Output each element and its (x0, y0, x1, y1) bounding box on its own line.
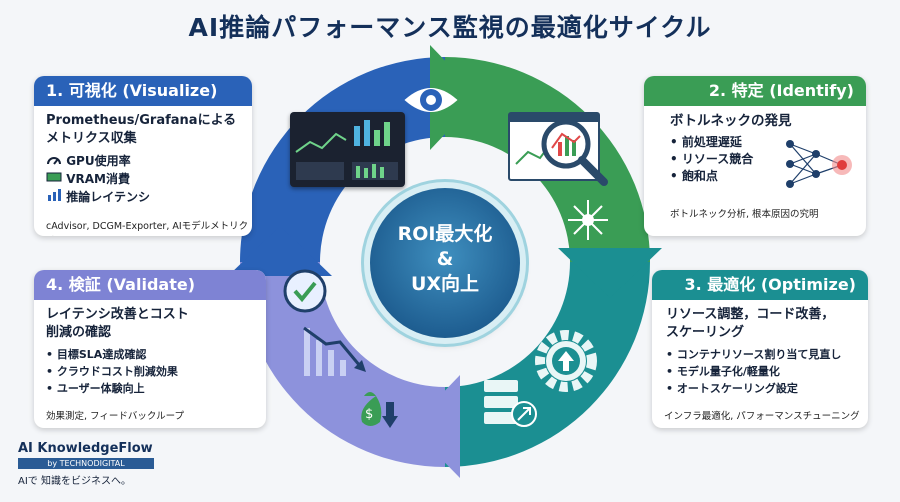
card-validate-heading-1: レイテンシ改善とコスト (46, 307, 189, 322)
dashboard-icon (290, 112, 405, 187)
arrow-head-2 (558, 248, 662, 298)
card-optimize: 3. 最適化 (Optimize) リソース調整，コード改善， スケーリング •… (652, 270, 868, 428)
eye-icon (404, 88, 458, 112)
card-visualize-heading-1: Prometheus/Grafanaによる (46, 113, 237, 128)
card-visualize: 1. 可視化 (Visualize) Prometheus/Grafanaによる… (34, 76, 252, 236)
list-item: • リソース競合 (670, 152, 754, 166)
page-title: AI推論パフォーマンス監視の最適化サイクル (188, 13, 712, 42)
card-identify-heading: ボトルネックの発見 (670, 113, 792, 129)
card-validate-footer: 効果測定, フィードバックループ (46, 411, 184, 422)
card-visualize-footer: cAdvisor, DCGM-Exporter, AIモデルメトリクス (46, 221, 249, 236)
center-line-2: & (436, 248, 454, 270)
card-visualize-heading-2: メトリクス収集 (46, 131, 137, 146)
list-item: • オートスケーリング設定 (666, 382, 798, 395)
server-growth-icon (484, 380, 537, 427)
center-goal: ROI最大化 & UX向上 (370, 188, 520, 338)
bar-chart-icon (48, 189, 61, 201)
list-item: • コンテナリソース割り当て見直し (666, 348, 842, 361)
card-validate-heading-2: 削減の確認 (46, 325, 112, 340)
network-hub-icon (568, 200, 608, 240)
gauge-icon (47, 157, 61, 165)
card-identify-footer: ボトルネック分析, 根本原因の究明 (670, 209, 819, 220)
card-optimize-heading-2: スケーリング (666, 325, 745, 340)
list-item: • 飽和点 (670, 169, 718, 183)
center-line-3: UX向上 (410, 273, 480, 295)
visualize-item-label: 推論レイテンシ (66, 190, 150, 204)
list-item: GPU使用率 (46, 152, 240, 170)
center-line-1: ROI最大化 (397, 223, 493, 245)
brand-name: AI KnowledgeFlow (18, 441, 153, 456)
svg-text:$: $ (365, 407, 373, 422)
memory-chip-icon (46, 172, 62, 182)
card-optimize-heading-1: リソース調整，コード改善， (666, 307, 835, 322)
list-item: • 前処理遅延 (670, 135, 742, 149)
list-item: • モデル量子化/軽量化 (666, 365, 780, 378)
card-optimize-header: 3. 最適化 (Optimize) (652, 270, 868, 300)
list-item: VRAM消費 (46, 170, 240, 188)
card-validate: 4. 検証 (Validate) レイテンシ改善とコスト 削減の確認 • 目標S… (34, 270, 266, 428)
visualize-item-label: VRAM消費 (66, 172, 130, 186)
list-item: • クラウドコスト削減効果 (46, 365, 178, 378)
list-item: 推論レイテンシ (46, 188, 240, 206)
list-item: • ユーザー体験向上 (46, 382, 145, 395)
brand-by: by TECHNODIGITAL (18, 458, 154, 469)
money-bag-icon: $ (361, 392, 398, 428)
arrow-head-3 (410, 375, 460, 478)
brand-tagline: AIで 知識をビジネスへ。 (18, 476, 131, 487)
visualize-item-label: GPU使用率 (66, 154, 131, 168)
card-identify-header: 2. 特定 (Identify) (644, 76, 866, 106)
gear-upload-icon (535, 330, 597, 392)
card-visualize-header: 1. 可視化 (Visualize) (34, 76, 252, 106)
brand-logo: AI KnowledgeFlow by TECHNODIGITAL AIで 知識… (18, 441, 154, 487)
downtrend-chart-icon (303, 326, 366, 376)
card-optimize-footer: インフラ最適化, パフォーマンスチューニング (664, 411, 860, 422)
card-identify: 2. 特定 (Identify) ボトルネックの発見 • 前処理遅延 • リソー… (644, 76, 866, 236)
check-circle-icon (283, 269, 327, 313)
arrow-head-1 (430, 45, 480, 150)
arrow-head-4 (228, 226, 332, 276)
card-validate-header: 4. 検証 (Validate) (34, 270, 266, 300)
magnifier-icon (541, 119, 608, 186)
list-item: • 目標SLA達成確認 (46, 348, 147, 361)
neural-network-icon (786, 140, 852, 188)
